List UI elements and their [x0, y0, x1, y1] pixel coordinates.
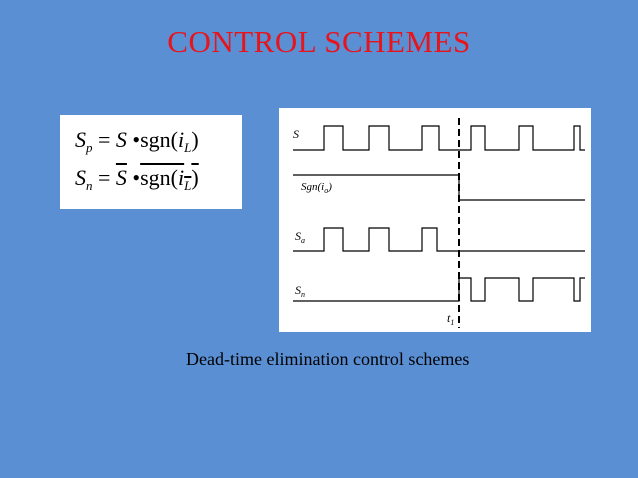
formula-lhs: S — [75, 165, 86, 190]
signal-sn-waveform — [293, 277, 585, 302]
signal-sgn-waveform — [293, 174, 585, 201]
formula-arg: i — [178, 127, 185, 152]
signal-s-waveform — [293, 125, 585, 151]
formula-arg-sub: L — [184, 178, 192, 193]
signal-sa-waveform — [293, 227, 585, 252]
formula-eq: = — [98, 127, 111, 152]
diagram-caption: Dead-time elimination control schemes — [186, 349, 470, 369]
time-marker-label: t1 — [447, 311, 454, 327]
formula-s: S — [115, 127, 127, 152]
formula-fn: sgn( — [140, 165, 179, 190]
formula-s-bar: S — [115, 165, 127, 190]
formula-sn: Sn = S •sgn(iL) — [75, 165, 199, 194]
signal-sn-label: Sn — [295, 283, 305, 299]
timing-diagram-svg: S Sgn(io) Sa Sn t1 — [293, 118, 585, 328]
signal-sa-label: Sa — [295, 229, 305, 245]
formula-eq: = — [98, 165, 111, 190]
formula-arg-sub: L — [184, 140, 192, 155]
formula-op: • — [132, 127, 141, 152]
signal-sgn-label: Sgn(io) — [301, 181, 332, 195]
formula-box: Sp = S •sgn(iL) Sn = S •sgn(iL) — [60, 115, 242, 209]
formula-lhs: S — [75, 127, 86, 152]
formula-op: • — [132, 165, 141, 190]
formula-fn: sgn( — [140, 127, 179, 152]
formula-sp: Sp = S •sgn(iL) — [75, 127, 199, 156]
formula-arg: i — [178, 165, 185, 190]
formula-lhs-sub: n — [86, 178, 93, 193]
formula-lhs-sub: p — [86, 140, 93, 155]
timing-diagram: S Sgn(io) Sa Sn t1 — [279, 108, 591, 332]
formula-sgn-bar: sgn(iL) — [140, 165, 199, 193]
formula-close: ) — [191, 165, 199, 190]
signal-s-label: S — [293, 127, 299, 141]
slide-title: CONTROL SCHEMES — [167, 24, 471, 59]
formula-close: ) — [191, 127, 199, 152]
